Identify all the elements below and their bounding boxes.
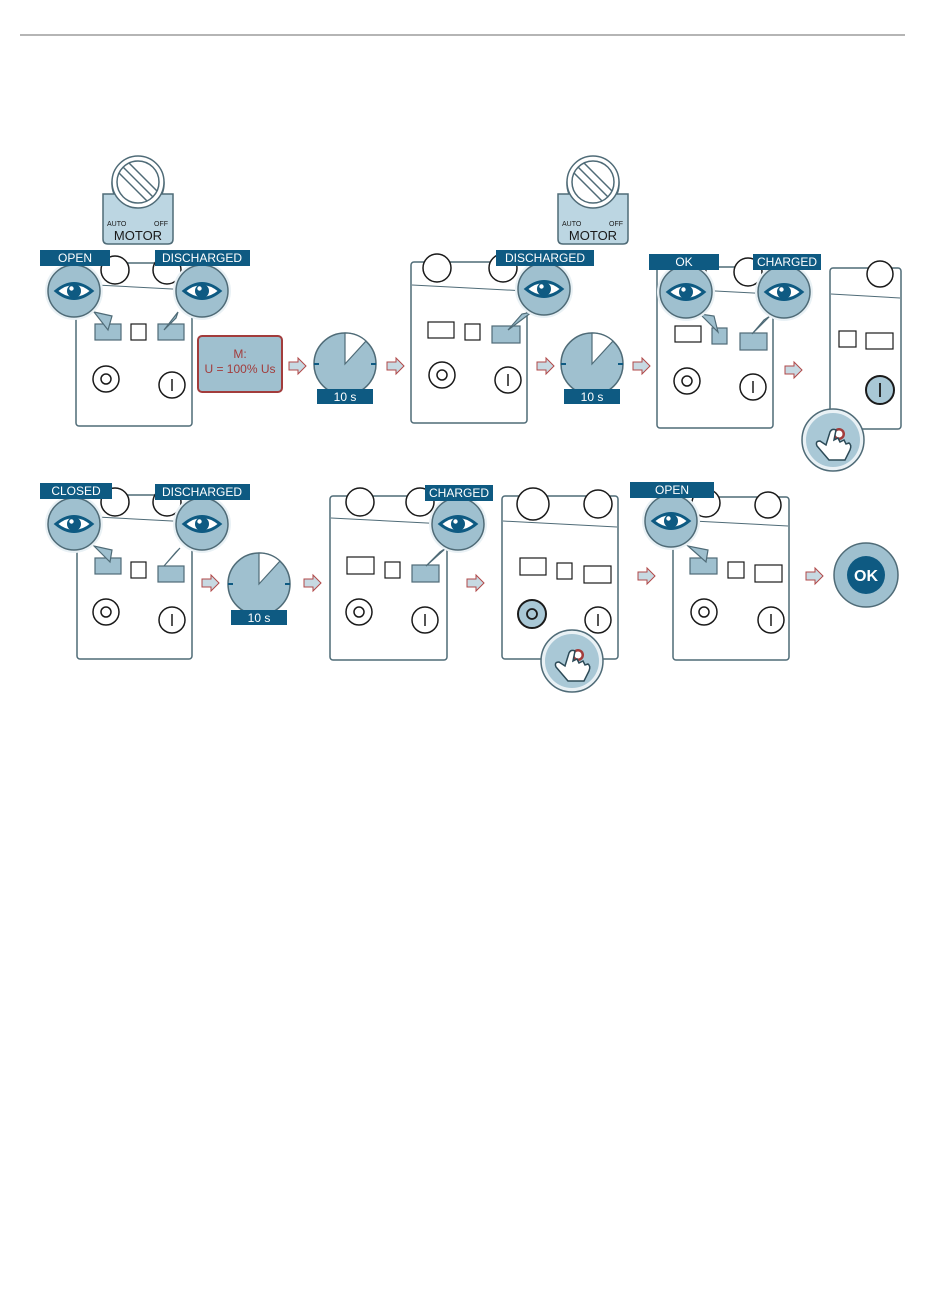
message-box: M: U = 100% Us [198,336,282,392]
motor-switch-icon: AUTO OFF MOTOR [558,156,628,244]
status-label: DISCHARGED [155,484,250,500]
arrow-right-icon [202,575,219,591]
off-button[interactable] [93,366,119,392]
clock-icon: 10 s [228,553,290,625]
motor-switch-off-label: OFF [609,221,623,228]
motor-switch-icon: AUTO OFF MOTOR [103,156,173,244]
status-label-text: CHARGED [429,486,489,500]
arrow-right-icon [467,575,484,591]
ok-badge: OK [834,543,898,607]
status-label: DISCHARGED [155,250,250,266]
timer-label: 10 s [248,611,271,625]
ready-indicator [712,328,727,344]
motor-switch-title: MOTOR [569,228,617,243]
ok-badge-label: OK [854,568,878,585]
status-label: OPEN [630,482,714,498]
status-label: CHARGED [753,254,821,270]
clock-icon: 10 s [561,333,623,404]
hand-press-icon [541,630,603,692]
status-label-text: DISCHARGED [162,485,242,499]
message-line-1: M: [233,347,246,361]
arrow-right-icon [304,575,321,591]
status-label: CLOSED [40,483,112,499]
status-label: CHARGED [425,485,493,501]
on-button[interactable] [159,372,185,398]
motor-switch-title: MOTOR [114,228,162,243]
arrow-right-icon [806,568,823,584]
breaker-panel [330,488,447,660]
breaker-panel [830,261,901,429]
charge-state-indicator [492,326,520,343]
status-label: OPEN [40,250,110,266]
off-button[interactable] [674,368,700,394]
clock-icon: 10 s [314,333,376,404]
status-label-text: OPEN [655,483,689,497]
status-label-text: OPEN [58,251,92,265]
arrow-right-icon [537,358,554,374]
status-label-text: CHARGED [757,255,817,269]
status-label: OK [649,254,719,270]
off-button[interactable] [518,600,546,628]
arrow-right-icon [785,362,802,378]
off-button[interactable] [93,599,119,625]
status-label-text: OK [675,255,692,269]
motor-switch-off-label: OFF [154,221,168,228]
motor-switch-auto-label: AUTO [562,221,582,228]
on-button[interactable] [412,607,438,633]
charge-state-indicator [158,324,184,340]
on-button[interactable] [758,607,784,633]
hand-press-icon [802,409,864,471]
timer-label: 10 s [581,390,604,404]
charge-state-indicator [412,565,439,582]
arrow-right-icon [387,358,404,374]
on-button[interactable] [585,607,611,633]
on-button[interactable] [159,607,185,633]
status-label-text: DISCHARGED [162,251,242,265]
timer-label: 10 s [334,390,357,404]
off-button[interactable] [429,362,455,388]
status-label-text: DISCHARGED [505,251,585,265]
breaker-panel [411,254,527,423]
status-label: DISCHARGED [496,250,594,266]
arrow-right-icon [633,358,650,374]
arrow-right-icon [289,358,306,374]
on-button[interactable] [495,367,521,393]
arrow-right-icon [638,568,655,584]
on-button[interactable] [866,376,894,404]
motor-switch-auto-label: AUTO [107,221,127,228]
off-button[interactable] [691,599,717,625]
on-button[interactable] [740,374,766,400]
status-label-text: CLOSED [51,484,101,498]
charge-state-indicator [158,566,184,582]
charge-state-indicator [740,333,767,350]
message-line-2: U = 100% Us [204,362,275,376]
off-button[interactable] [346,599,372,625]
